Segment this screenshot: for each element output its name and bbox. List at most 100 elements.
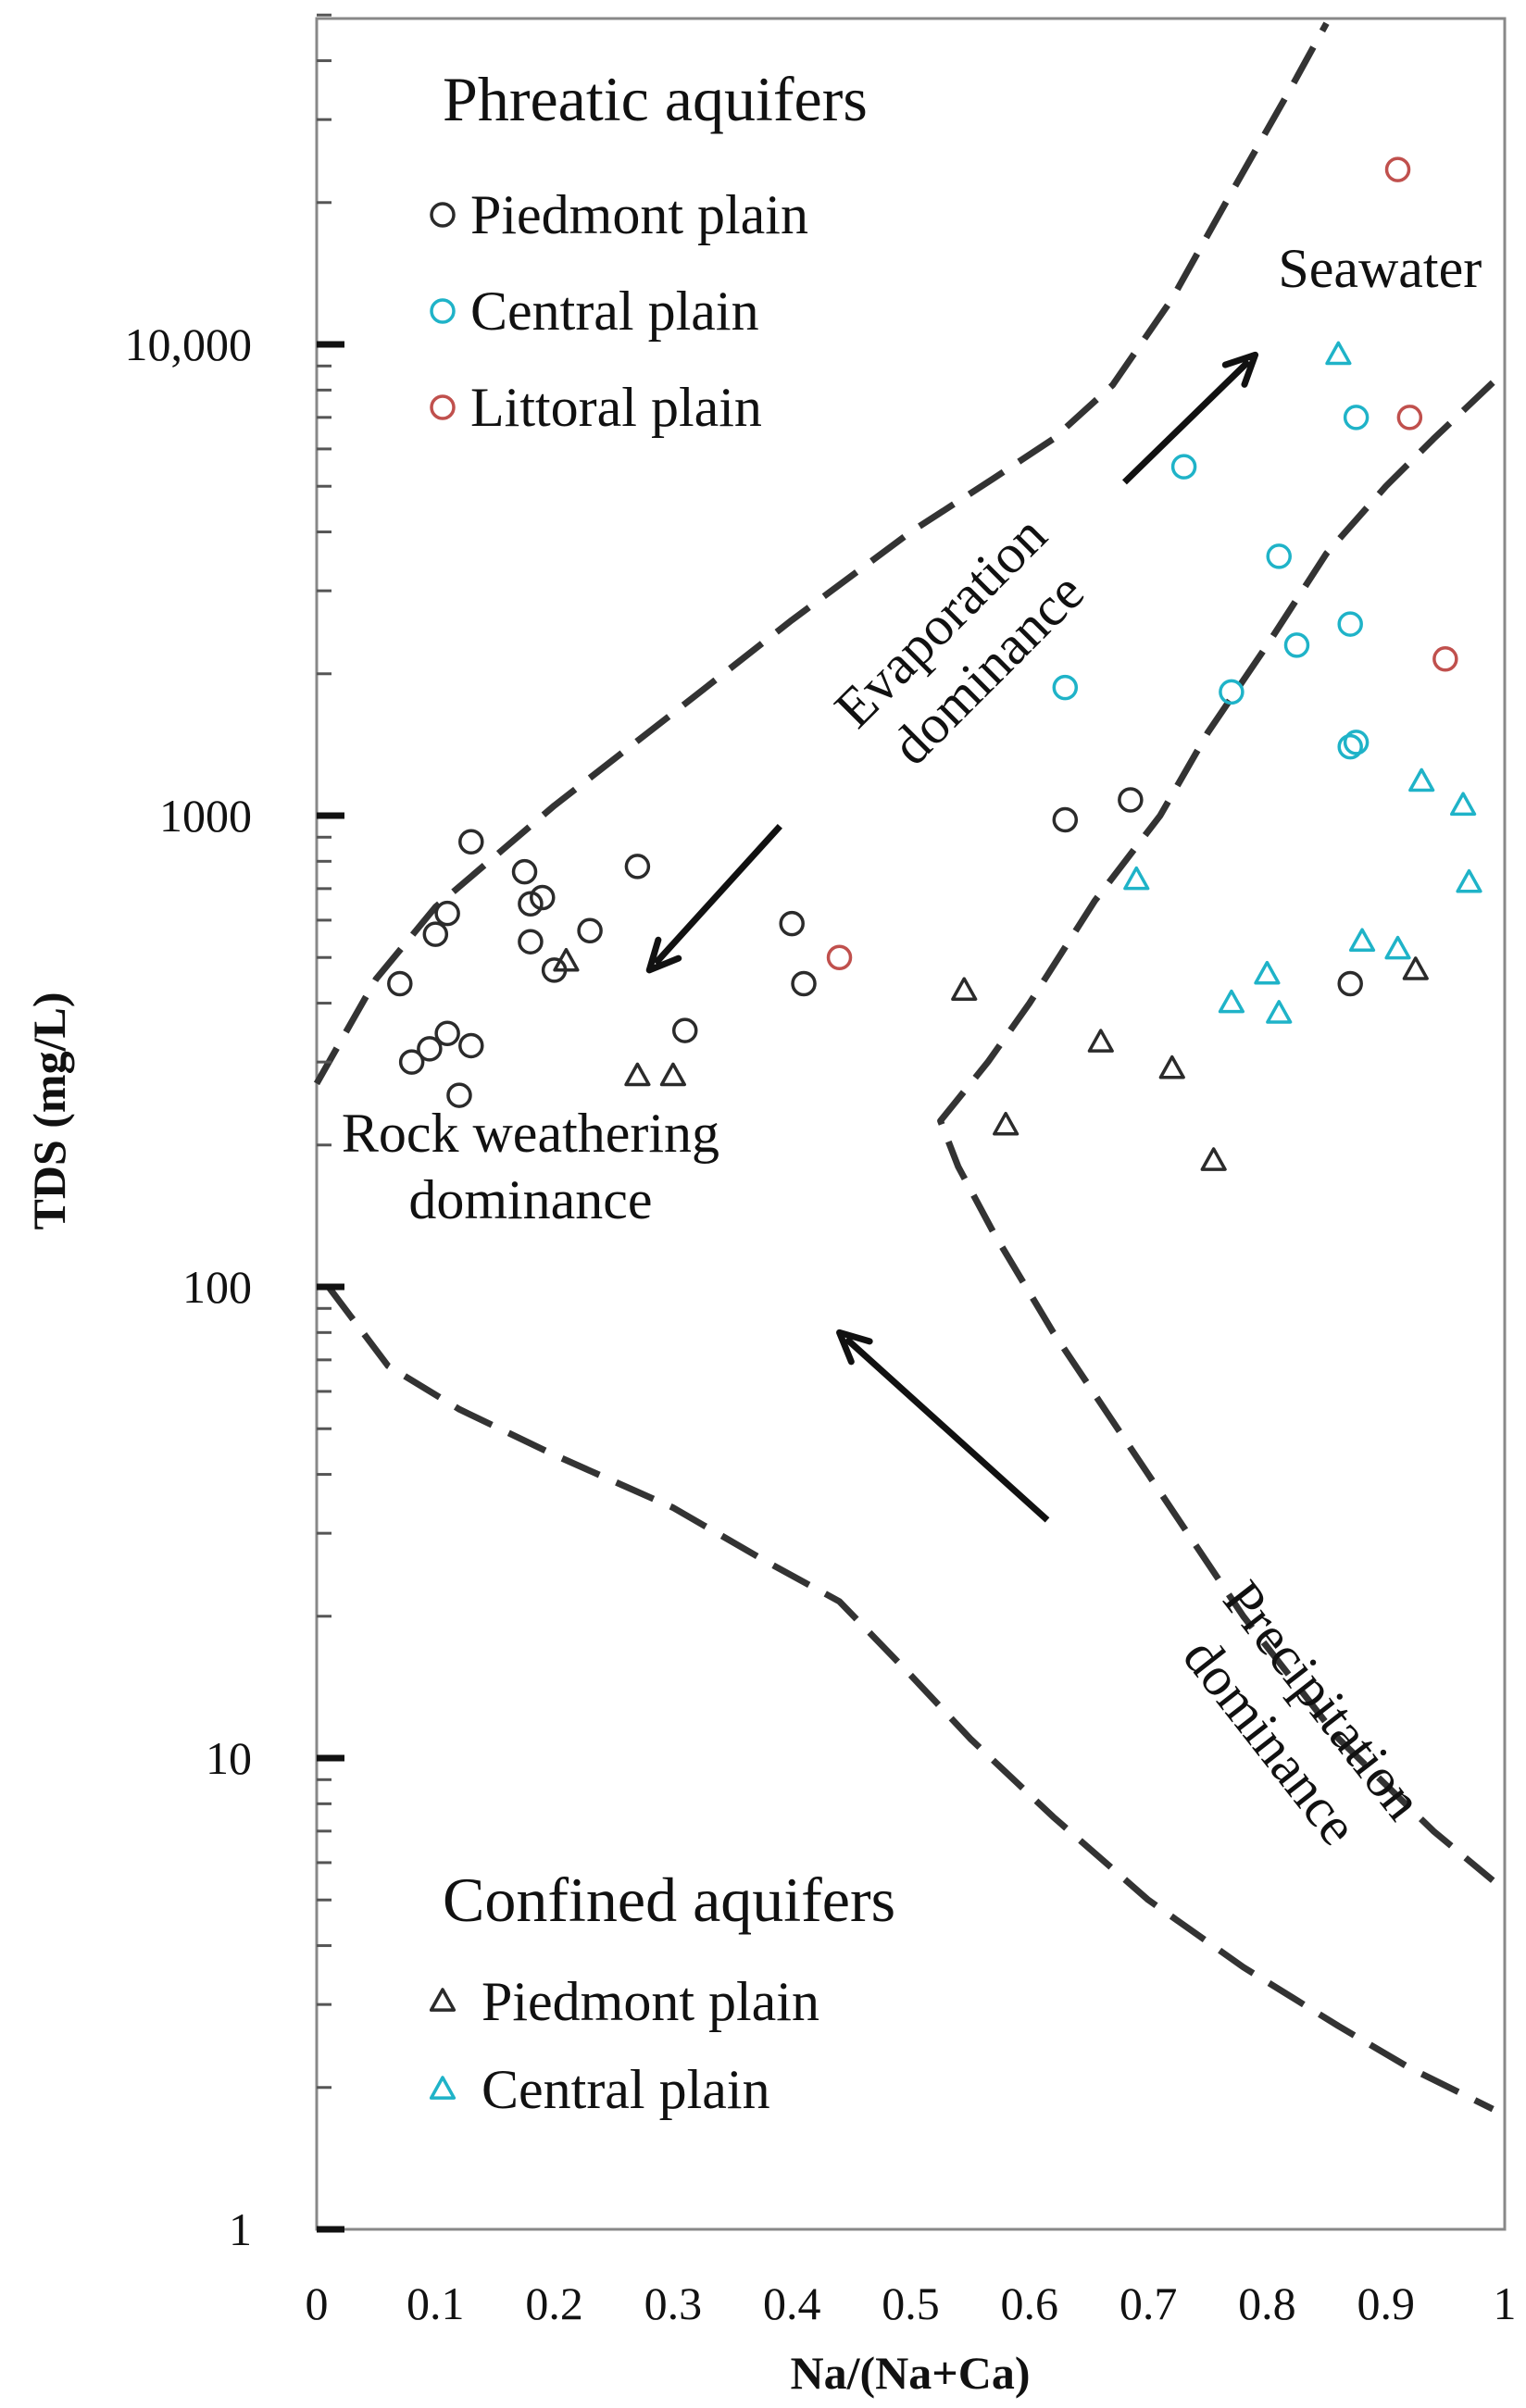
legend-marker [429, 2076, 457, 2100]
data-point-triangle [1456, 868, 1482, 893]
data-point-circle [1219, 679, 1245, 705]
y-axis-title: TDS (mg/L) [23, 992, 75, 1230]
y-tick-label: 1000 [159, 790, 252, 842]
data-point-triangle [1408, 767, 1435, 792]
data-point-triangle [1158, 1054, 1185, 1079]
data-point-circle [791, 970, 817, 997]
arrow-head [1221, 351, 1259, 388]
data-point-circle [511, 858, 538, 885]
trend-arrow [1121, 351, 1259, 485]
data-point-circle [1118, 787, 1144, 813]
data-point-triangle [1449, 792, 1477, 817]
data-point-circle [1337, 733, 1363, 760]
legend-entry-label: Central plain [470, 281, 759, 342]
data-point-triangle [1402, 956, 1429, 980]
x-tick-label: 0.7 [1119, 2277, 1178, 2329]
legend-entry-label: Piedmont plain [482, 1971, 819, 2032]
data-point-circle [398, 1049, 425, 1075]
arrow-shaft [844, 1336, 1050, 1523]
data-point-circle [387, 970, 413, 997]
legend-entry-label: Piedmont plain [470, 184, 808, 245]
arrow-shaft [653, 823, 782, 966]
data-point-circle [1337, 611, 1363, 637]
plot-frame [315, 17, 1507, 2231]
data-point-circle [826, 944, 853, 970]
legend-marker [430, 394, 456, 420]
data-point-triangle [1266, 1000, 1293, 1024]
data-point-triangle [1254, 960, 1281, 985]
data-point-circle [1170, 454, 1197, 480]
data-point-circle [1396, 405, 1423, 430]
trend-arrows [645, 351, 1259, 1523]
series-points [1052, 405, 1370, 760]
data-point-circle [518, 929, 544, 954]
data-point-circle [1337, 970, 1363, 997]
series-points [387, 787, 1363, 1108]
boundary-line-upper [313, 21, 1330, 1086]
data-point-circle [671, 1017, 698, 1043]
data-point-triangle [624, 1062, 651, 1087]
y-tick-label: 100 [182, 1261, 252, 1313]
data-points [387, 156, 1482, 1171]
x-tick-label: 0.4 [763, 2277, 821, 2329]
data-point-circle [577, 917, 603, 944]
data-point-circle [417, 1036, 443, 1062]
region-label-line: Seawater [1278, 238, 1482, 299]
trend-arrow [645, 823, 782, 974]
data-point-triangle [659, 1062, 686, 1087]
data-point-triangle [1218, 989, 1245, 1014]
x-tick-label: 0.1 [407, 2277, 465, 2329]
series-points [1123, 341, 1482, 1024]
data-point-circle [1432, 646, 1458, 672]
x-tick-label: 0.9 [1357, 2277, 1415, 2329]
data-point-triangle [1200, 1147, 1227, 1171]
data-point-triangle [993, 1111, 1019, 1136]
data-point-circle [1343, 730, 1370, 755]
data-point-circle [434, 1020, 460, 1047]
data-point-circle [779, 910, 805, 937]
data-point-circle [458, 1032, 484, 1059]
x-tick-label: 0.8 [1238, 2277, 1296, 2329]
series-points [826, 156, 1458, 970]
data-point-circle [1343, 405, 1370, 430]
data-point-circle [518, 891, 544, 917]
data-point-circle [446, 1082, 472, 1108]
data-point-circle [1384, 156, 1411, 182]
data-point-triangle [1348, 928, 1376, 953]
legend-entry-label: Central plain [482, 2059, 770, 2120]
y-tick-label: 10 [206, 1732, 252, 1784]
arrow-head [836, 1329, 873, 1366]
y-tick-label: 1 [229, 2203, 252, 2255]
legend-marker [430, 298, 456, 324]
data-point-triangle [553, 947, 580, 972]
legend-marker [429, 1988, 457, 2012]
x-tick-label: 0.2 [525, 2277, 583, 2329]
boundary-lines [313, 21, 1495, 2113]
data-point-circle [530, 884, 556, 911]
data-point-circle [1052, 674, 1079, 701]
data-point-circle [422, 921, 449, 947]
x-tick-label: 0.5 [882, 2277, 940, 2329]
x-tick-label: 0.6 [1001, 2277, 1059, 2329]
region-label-line: dominance [408, 1169, 652, 1230]
data-point-triangle [951, 977, 978, 1001]
x-tick-label: 0.3 [644, 2277, 703, 2329]
data-point-circle [1283, 632, 1310, 658]
legend-title: Confined aquifers [443, 1865, 895, 1935]
trend-arrow [836, 1329, 1050, 1523]
data-point-circle [1052, 806, 1079, 833]
arrow-shaft [1121, 358, 1251, 485]
x-tick-label: 0 [306, 2277, 329, 2329]
data-point-circle [458, 829, 484, 855]
region-label-line: Rock weathering [342, 1103, 719, 1164]
boundary-line-lower [326, 1284, 1495, 2113]
boundary-line-inner [937, 380, 1495, 1883]
legend-marker [430, 202, 456, 228]
data-point-triangle [1384, 935, 1411, 960]
x-tick-label: 1 [1494, 2277, 1517, 2329]
data-point-triangle [1123, 866, 1150, 891]
